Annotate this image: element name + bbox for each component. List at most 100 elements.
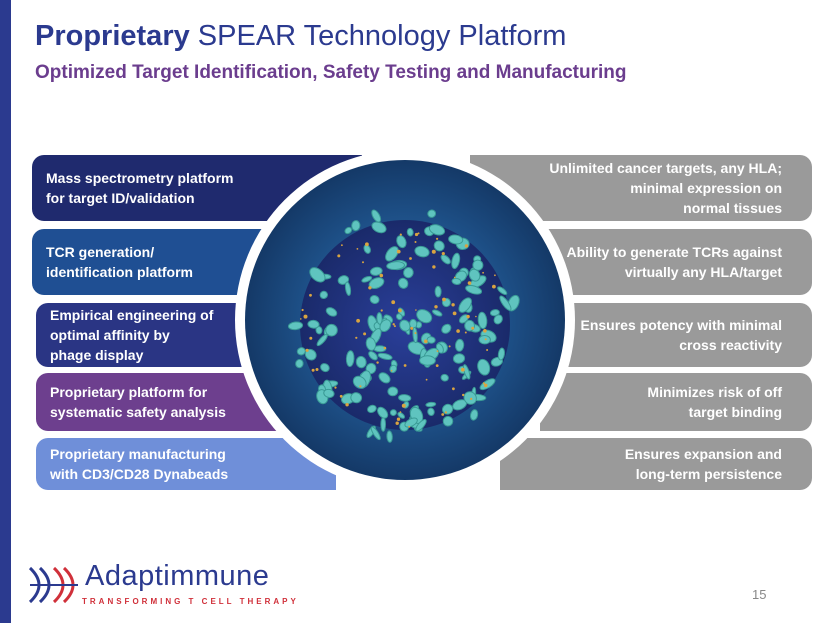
cell-bleb — [378, 372, 391, 384]
cell-granule — [392, 323, 395, 326]
left-item-line: identification platform — [46, 264, 193, 280]
page-subtitle: Optimized Target Identification, Safety … — [35, 62, 627, 83]
cell-bleb — [369, 266, 383, 276]
cell-bleb — [477, 358, 491, 376]
cell-granule — [448, 345, 451, 348]
cell-granule — [383, 346, 387, 350]
cell-bleb — [307, 319, 320, 329]
cell-granule — [483, 383, 488, 388]
cell-granule — [396, 249, 401, 254]
cell-granule — [393, 325, 396, 328]
cell-bleb — [369, 295, 380, 304]
cell-bleb — [470, 409, 479, 421]
cell-granule — [462, 393, 465, 397]
cell-granule — [341, 244, 343, 247]
cell-granule — [356, 248, 359, 250]
cell-bleb — [440, 254, 451, 265]
cell-bleb — [412, 326, 418, 344]
cell-bleb — [477, 311, 488, 330]
cell-granule — [305, 348, 309, 352]
left-item-line: optimal affinity by — [50, 327, 170, 343]
cell-bleb — [403, 267, 414, 279]
cell-bleb — [398, 277, 409, 289]
cell-granule — [435, 364, 439, 367]
cell-bleb — [323, 388, 335, 398]
cell-bleb — [454, 338, 465, 352]
page-title: Proprietary SPEAR Technology Platform — [35, 20, 566, 53]
cell-granule — [355, 336, 358, 339]
cell-bleb — [295, 359, 304, 369]
cell-bleb — [385, 246, 399, 262]
cell-bleb — [499, 295, 512, 311]
cell-bleb — [463, 364, 471, 380]
cell-bleb — [451, 277, 462, 285]
cell-granule — [415, 309, 417, 311]
cell-bleb — [309, 267, 326, 283]
right-item-line: target binding — [688, 404, 782, 420]
right-item-line: cross reactivity — [679, 337, 782, 353]
cell-bleb — [434, 285, 442, 298]
cell-bleb — [414, 245, 430, 258]
cell-granule — [425, 378, 428, 381]
cell-bleb — [377, 352, 393, 360]
right-item-potency: Ensures potency with minimal cross react… — [535, 303, 812, 367]
cell-bleb — [345, 350, 355, 367]
cell-bleb — [406, 227, 414, 237]
left-item-line: Mass spectrometry platform — [46, 170, 234, 186]
cell-bleb — [465, 285, 483, 295]
right-item-line: Ability to generate TCRs against — [566, 244, 782, 260]
cell-bleb — [493, 314, 503, 325]
cell-granule — [482, 271, 484, 274]
cell-granule — [315, 368, 319, 371]
t-cell-svg — [245, 160, 565, 480]
cell-granule — [339, 394, 343, 398]
right-item-line: long-term persistence — [635, 466, 782, 482]
cell-bleb — [316, 334, 328, 347]
right-item-line: Unlimited cancer targets, any HLA; — [549, 160, 782, 176]
cell-bleb — [287, 321, 304, 331]
cell-bleb — [397, 411, 406, 419]
cell-granule — [414, 241, 417, 243]
right-item-line: normal tissues — [683, 200, 782, 216]
cell-granule — [399, 233, 402, 236]
cell-bleb — [415, 419, 427, 432]
cell-granule — [434, 305, 438, 309]
cell-granule — [395, 421, 399, 425]
cell-granule — [398, 308, 402, 313]
cell-bleb — [416, 309, 433, 324]
cell-granule — [380, 309, 383, 312]
cell-granule — [436, 237, 439, 240]
left-item-line: systematic safety analysis — [50, 404, 226, 420]
cell-bleb — [320, 363, 330, 373]
cell-bleb — [427, 407, 435, 416]
cell-granule — [345, 403, 349, 407]
cell-bleb — [432, 309, 443, 317]
cell-granule — [376, 361, 379, 364]
cell-granule — [460, 367, 465, 372]
cell-bleb — [489, 309, 500, 317]
cell-granule — [464, 331, 467, 334]
left-item-line: phage display — [50, 347, 144, 363]
cell-granule — [482, 382, 486, 385]
cell-bleb — [452, 353, 466, 364]
cell-granule — [359, 385, 362, 388]
cell-bleb — [479, 378, 496, 391]
cell-granule — [356, 318, 360, 323]
cell-granule — [309, 293, 312, 297]
cell-granule — [424, 339, 428, 344]
cell-granule — [390, 369, 393, 372]
cell-bleb — [395, 313, 403, 321]
cell-granule — [365, 242, 369, 247]
cell-bleb — [380, 416, 386, 432]
cell-bleb — [478, 334, 491, 345]
cell-bleb — [371, 221, 387, 234]
cell-bleb — [352, 375, 367, 389]
cell-bleb — [472, 259, 484, 271]
page-number: 15 — [752, 587, 767, 602]
cell-granule — [467, 281, 472, 285]
cell-granule — [494, 274, 496, 277]
cell-granule — [441, 413, 445, 416]
cell-granule — [417, 232, 420, 235]
cell-bleb — [296, 347, 306, 356]
cell-bleb — [319, 290, 328, 300]
